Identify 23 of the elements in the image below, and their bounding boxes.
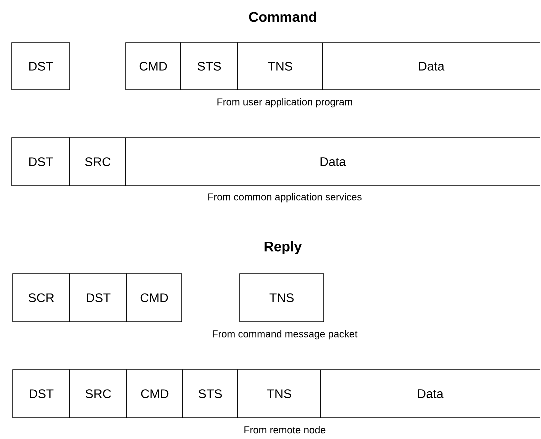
- field-box: DST: [70, 274, 128, 322]
- field-box: CMD: [126, 274, 182, 322]
- data-field: Data: [126, 138, 540, 186]
- field-box: DST: [12, 370, 70, 418]
- field-box: SRC: [70, 138, 126, 186]
- field-box: STS: [180, 42, 238, 90]
- data-field: Data: [322, 42, 540, 90]
- field-box: STS: [182, 370, 238, 418]
- field-box: SCR: [12, 274, 70, 322]
- data-field: Data: [320, 370, 540, 418]
- field-box: TNS: [238, 42, 324, 90]
- section-heading: Reply: [264, 241, 302, 254]
- caption: From remote node: [244, 426, 326, 434]
- field-box: TNS: [238, 370, 322, 418]
- field-box: DST: [12, 42, 70, 90]
- field-box: CMD: [126, 370, 184, 418]
- field-box: CMD: [126, 42, 182, 90]
- caption: From user application program: [218, 98, 352, 108]
- field-box: DST: [12, 138, 70, 186]
- field-box: TNS: [240, 274, 324, 322]
- field-box: SRC: [70, 370, 128, 418]
- caption: From command message packet: [213, 330, 358, 340]
- section-heading: Command: [249, 12, 316, 22]
